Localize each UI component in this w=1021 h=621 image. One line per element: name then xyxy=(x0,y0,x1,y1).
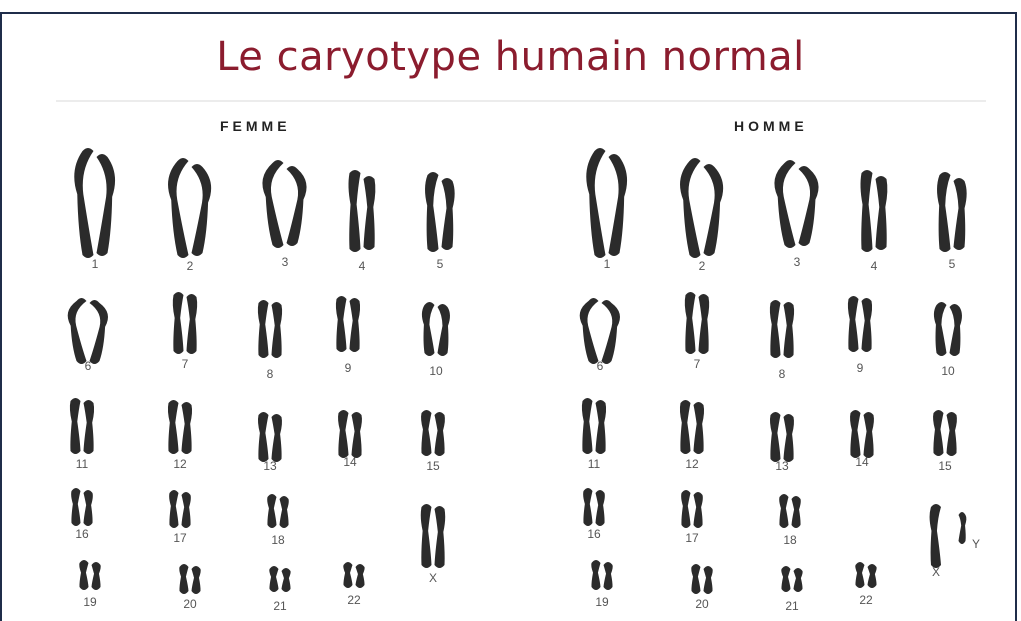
homme-chromosome-10 xyxy=(934,302,962,356)
femme-chromosome-16 xyxy=(71,488,93,526)
homme-label-5: 5 xyxy=(949,257,956,271)
homme-chromosome-6 xyxy=(580,298,620,364)
homme-label-13: 13 xyxy=(775,459,789,473)
femme-chromosome-8 xyxy=(258,300,282,358)
homme-label-2: 2 xyxy=(699,259,706,273)
femme-chromosome-6 xyxy=(68,298,108,364)
femme-label-x: X xyxy=(429,571,437,585)
femme-label-16: 16 xyxy=(75,527,89,541)
femme-chromosome-5 xyxy=(425,172,455,252)
femme-chromosome-4 xyxy=(348,170,375,252)
femme-chromosome-1 xyxy=(74,148,115,258)
femme-chromosome-7 xyxy=(173,292,197,354)
homme-label-18: 18 xyxy=(783,533,797,547)
femme-label-20: 20 xyxy=(183,597,197,611)
femme-chromosome-12 xyxy=(168,400,192,454)
homme-chromosome-17 xyxy=(681,490,703,528)
femme-label-8: 8 xyxy=(267,367,274,381)
homme-chromosome-9 xyxy=(848,296,872,352)
femme-label-4: 4 xyxy=(359,259,366,273)
femme-chromosome-15 xyxy=(421,410,445,456)
homme-chromosome-19 xyxy=(591,560,612,590)
femme-label-11: 11 xyxy=(76,457,89,471)
homme-chromosome-1 xyxy=(586,148,627,258)
homme-chromosome-11 xyxy=(582,398,606,454)
femme-chromosome-21 xyxy=(269,566,290,592)
homme-chromosome-18 xyxy=(779,494,801,528)
homme-chromosome-12 xyxy=(680,400,704,454)
femme-label-15: 15 xyxy=(426,459,440,473)
homme-label-6: 6 xyxy=(597,359,604,373)
homme-label-y: Y xyxy=(972,537,980,551)
femme-chromosome-13 xyxy=(258,412,282,462)
femme-label-10: 10 xyxy=(429,364,443,378)
homme-chromosome-2 xyxy=(680,158,723,258)
femme-chromosome-18 xyxy=(267,494,289,528)
homme-chromosome-7 xyxy=(685,292,709,354)
femme-chromosome-19 xyxy=(79,560,100,590)
homme-label-22: 22 xyxy=(859,593,873,607)
homme-chromosome-22 xyxy=(855,562,876,588)
femme-chromosome-20 xyxy=(179,564,200,594)
homme-label-12: 12 xyxy=(685,457,699,471)
femme-label-19: 19 xyxy=(83,595,97,609)
homme-chromosome-y xyxy=(959,512,967,544)
homme-label-10: 10 xyxy=(941,364,955,378)
femme-label-14: 14 xyxy=(343,455,357,469)
homme-label-15: 15 xyxy=(938,459,952,473)
homme-label-17: 17 xyxy=(685,531,699,545)
homme-chromosome-x xyxy=(930,504,941,568)
femme-label-13: 13 xyxy=(263,459,277,473)
homme-label-19: 19 xyxy=(595,595,609,609)
homme-label-4: 4 xyxy=(871,259,878,273)
femme-chromosome-11 xyxy=(70,398,94,454)
homme-label-21: 21 xyxy=(785,599,799,613)
femme-chromosome-2 xyxy=(168,158,211,258)
femme-label-1: 1 xyxy=(92,257,99,271)
homme-chromosome-21 xyxy=(781,566,802,592)
homme-label-1: 1 xyxy=(604,257,611,271)
femme-label-12: 12 xyxy=(173,457,187,471)
homme-label-14: 14 xyxy=(855,455,869,469)
homme-label-16: 16 xyxy=(587,527,601,541)
femme-chromosome-3 xyxy=(262,160,306,248)
homme-chromosome-5 xyxy=(937,172,967,252)
homme-label-7: 7 xyxy=(694,357,701,371)
homme-label-8: 8 xyxy=(779,367,786,381)
femme-label-17: 17 xyxy=(173,531,187,545)
homme-chromosome-8 xyxy=(770,300,794,358)
femme-chromosome-14 xyxy=(338,410,362,458)
homme-chromosome-3 xyxy=(774,160,818,248)
femme-label-22: 22 xyxy=(347,593,361,607)
homme-chromosome-14 xyxy=(850,410,874,458)
homme-label-x: X xyxy=(932,565,940,579)
homme-label-20: 20 xyxy=(695,597,709,611)
femme-chromosome-10 xyxy=(422,302,450,356)
homme-chromosome-20 xyxy=(691,564,712,594)
femme-chromosome-x xyxy=(421,504,445,568)
femme-label-18: 18 xyxy=(271,533,285,547)
femme-chromosome-9 xyxy=(336,296,360,352)
femme-label-21: 21 xyxy=(273,599,287,613)
femme-label-7: 7 xyxy=(182,357,189,371)
homme-chromosome-16 xyxy=(583,488,605,526)
femme-label-5: 5 xyxy=(437,257,444,271)
homme-label-3: 3 xyxy=(794,255,801,269)
femme-label-9: 9 xyxy=(345,361,352,375)
femme-chromosome-22 xyxy=(343,562,364,588)
homme-chromosome-13 xyxy=(770,412,794,462)
homme-label-9: 9 xyxy=(857,361,864,375)
homme-label-11: 11 xyxy=(588,457,601,471)
femme-label-3: 3 xyxy=(282,255,289,269)
homme-chromosome-4 xyxy=(860,170,887,252)
homme-chromosome-15 xyxy=(933,410,957,456)
femme-chromosome-17 xyxy=(169,490,191,528)
femme-label-2: 2 xyxy=(187,259,194,273)
femme-label-6: 6 xyxy=(85,359,92,373)
